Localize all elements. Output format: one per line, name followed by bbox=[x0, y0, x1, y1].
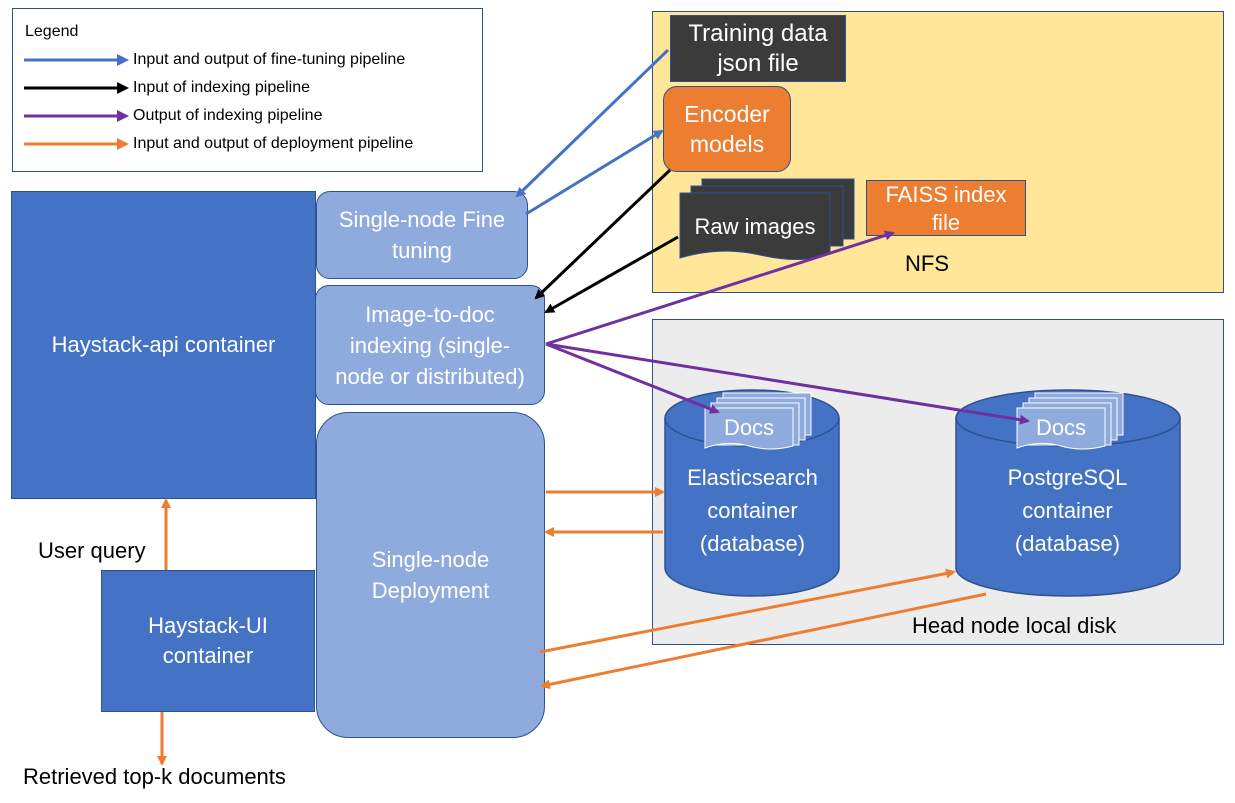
arrow-encoder-to-indexing bbox=[534, 168, 672, 300]
arrow-indexing-to-faiss bbox=[545, 230, 895, 346]
fine-tuning-pipeline: Single-node Fine tuning bbox=[316, 191, 528, 279]
legend-box: Legend Input and output of fine-tuning p… bbox=[12, 8, 483, 172]
encoder-models: Encoder models bbox=[663, 86, 791, 172]
orange-arrow-icon bbox=[24, 138, 129, 150]
arrow-indexing-to-postgres bbox=[545, 342, 1030, 425]
raw-images-label: Raw images bbox=[694, 213, 816, 239]
legend-label: Input and output of fine-tuning pipeline bbox=[133, 51, 406, 68]
retrieved-documents-label: Retrieved top-k documents bbox=[23, 764, 286, 789]
haystack-ui-container: Haystack-UI container bbox=[101, 570, 315, 712]
postgres-container: PostgreSQL container (database) bbox=[1007, 464, 1128, 556]
arrow-deployment-to-postgres bbox=[539, 568, 956, 654]
user-query-label: User query bbox=[38, 538, 146, 563]
legend-label: Input of indexing pipeline bbox=[133, 79, 311, 96]
arrow-fine-tuning-to-encoder bbox=[525, 129, 664, 216]
nfs-label: NFS bbox=[905, 251, 949, 276]
head-node-label: Head node local disk bbox=[912, 613, 1117, 638]
legend-label: Input and output of deployment pipeline bbox=[133, 135, 414, 152]
arrow-training-data-to-fine-tuning bbox=[515, 48, 670, 198]
legend-label: Output of indexing pipeline bbox=[133, 107, 323, 124]
training-data-file: Training data json file bbox=[670, 15, 846, 82]
indexing-pipeline: Image-to-doc indexing (single-node or di… bbox=[315, 285, 545, 405]
faiss-index-file: FAISS index file bbox=[866, 180, 1026, 236]
blue-arrow-icon bbox=[24, 54, 129, 66]
arrow-raw-images-to-indexing bbox=[544, 235, 679, 314]
elasticsearch-docs-label: Docs bbox=[723, 415, 775, 440]
black-arrow-icon bbox=[24, 82, 129, 94]
postgres-docs-label: Docs bbox=[1035, 415, 1087, 440]
haystack-api-container: Haystack-api container bbox=[11, 191, 316, 499]
purple-arrow-icon bbox=[24, 110, 129, 122]
elasticsearch-container: Elasticsearch container (database) bbox=[687, 464, 818, 556]
deployment-pipeline: Single-node Deployment bbox=[316, 412, 545, 738]
arrow-postgres-to-deployment bbox=[540, 592, 987, 690]
legend-title: Legend bbox=[25, 23, 79, 40]
elasticsearch-cylinder-icon bbox=[664, 389, 840, 597]
arrow-indexing-to-elasticsearch bbox=[545, 342, 720, 414]
